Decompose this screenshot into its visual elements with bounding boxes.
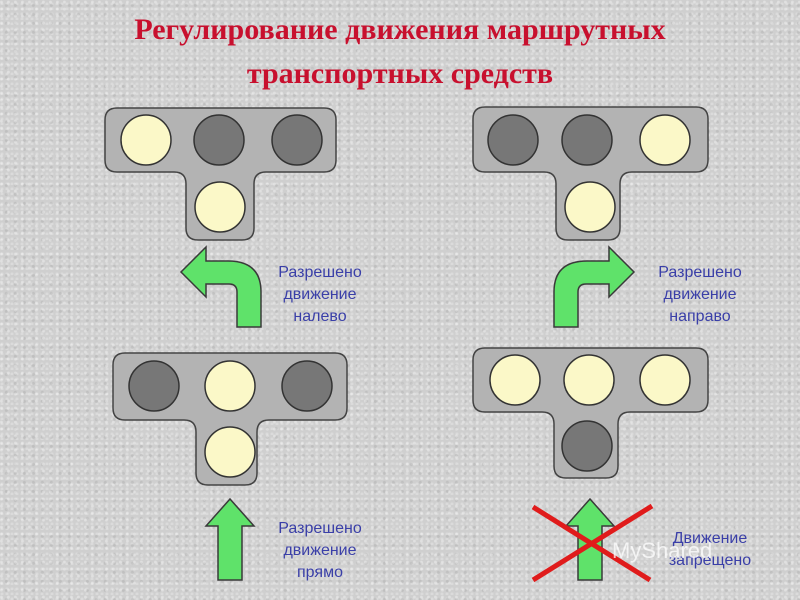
- straight-arrow-icon: [564, 497, 616, 581]
- caption-line: Разрешено: [278, 264, 362, 281]
- caption-line: направо: [669, 308, 731, 325]
- lamp-bottom: [564, 181, 616, 233]
- caption-line: Разрешено: [658, 264, 742, 281]
- lamp-left: [120, 114, 172, 166]
- title-line-2: транспортных средств: [246, 57, 554, 90]
- caption-line: движение: [663, 286, 737, 303]
- straight-arrow-icon: [204, 497, 256, 581]
- caption-turn-right: Разрешено движение направо: [640, 262, 760, 328]
- lamp-bottom: [194, 181, 246, 233]
- lamp-left: [489, 354, 541, 406]
- lamp-middle: [563, 354, 615, 406]
- lamp-bottom: [204, 426, 256, 478]
- page-title: Регулирование движения маршрутных трансп…: [0, 8, 800, 96]
- lamp-right: [271, 114, 323, 166]
- caption-straight: Разрешено движение прямо: [260, 518, 380, 584]
- lamp-left: [487, 114, 539, 166]
- signal-turn-left: [104, 107, 337, 241]
- prohibition-cross-icon: [531, 503, 654, 583]
- lamp-right: [639, 354, 691, 406]
- lamp-right: [281, 360, 333, 412]
- signal-straight: [112, 352, 348, 486]
- lamp-left: [128, 360, 180, 412]
- caption-line: прямо: [297, 564, 343, 581]
- caption-stop: Движение запрещено: [650, 528, 770, 572]
- caption-turn-left: Разрешено движение налево: [260, 262, 380, 328]
- caption-line: Движение: [672, 530, 748, 547]
- lamp-middle: [561, 114, 613, 166]
- turn-right-arrow-icon: [553, 245, 636, 328]
- caption-line: запрещено: [668, 552, 752, 569]
- caption-line: Разрешено: [278, 520, 362, 537]
- caption-line: налево: [293, 308, 347, 325]
- caption-line: движение: [283, 286, 357, 303]
- turn-left-arrow-icon: [179, 245, 262, 328]
- lamp-bottom: [561, 420, 613, 472]
- caption-line: движение: [283, 542, 357, 559]
- lamp-middle: [204, 360, 256, 412]
- lamp-right: [639, 114, 691, 166]
- lamp-middle: [193, 114, 245, 166]
- signal-turn-right: [472, 106, 709, 241]
- watermark: MyShared: [612, 538, 713, 563]
- signal-stop: [472, 347, 709, 479]
- title-line-1: Регулирование движения маршрутных: [134, 13, 666, 46]
